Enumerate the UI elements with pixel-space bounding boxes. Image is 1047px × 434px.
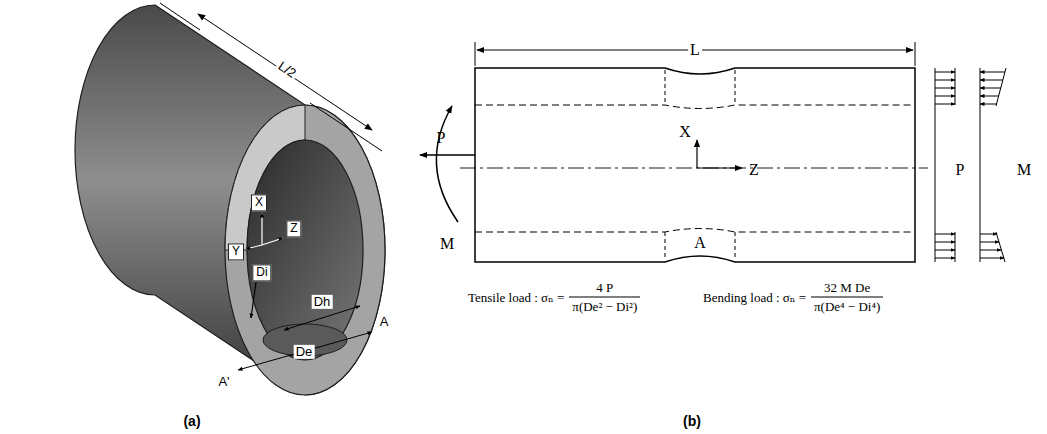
load-formula: Tensile load : σₙ = 4 Pπ(De² − Di²) <box>468 280 640 315</box>
dimension-dh <box>284 306 360 330</box>
tensile-stress-distribution <box>935 68 955 262</box>
distribution-envelope <box>996 232 1005 262</box>
axis-z <box>697 167 742 168</box>
axis-label: X <box>251 194 267 211</box>
formula-slot: Bending load : σₙ = <box>703 289 806 305</box>
tensile-force-arrow <box>420 154 475 156</box>
distribution-base <box>935 68 936 262</box>
load-label: M <box>1017 161 1031 179</box>
dimension-line <box>198 14 372 130</box>
axis-z <box>262 238 283 245</box>
axes-a <box>246 213 283 318</box>
extension-line <box>915 42 916 66</box>
panel-caption: (b) <box>683 414 701 429</box>
formula-numerator: 32 M De <box>821 280 873 297</box>
formula-text: Bending load : σₙ = <box>703 289 806 305</box>
bore-line <box>475 229 915 233</box>
distribution-envelope <box>955 232 956 262</box>
load-label: P <box>956 161 965 179</box>
extension-line <box>475 42 476 66</box>
extension-line <box>310 103 382 151</box>
hole-edge <box>735 232 736 260</box>
distribution-base <box>980 68 981 262</box>
dimension-de <box>238 332 372 370</box>
dimension-l-half <box>160 3 382 151</box>
dimension-label: L <box>688 41 702 59</box>
section-label: A <box>694 234 706 252</box>
section-label: A <box>380 315 389 329</box>
distribution-envelope <box>955 68 956 105</box>
section-label: A' <box>218 375 229 389</box>
axis-x <box>261 213 262 245</box>
axis-label: X <box>679 123 691 141</box>
bending-moment-arrow <box>436 106 458 222</box>
cylinder-end-face <box>225 105 385 395</box>
hole-edge <box>665 70 666 105</box>
axis-y <box>246 245 262 249</box>
dimensions-a <box>238 306 372 370</box>
dimension-label: Dh <box>312 295 333 309</box>
axis-label: Y <box>228 243 244 260</box>
distribution-envelope <box>996 68 1006 106</box>
load-label: P <box>437 129 446 147</box>
load-formula: Bending load : σₙ = 32 M Deπ(De⁴ − Di⁴) <box>703 280 883 315</box>
extension-line <box>160 3 200 30</box>
leader-di <box>251 282 256 318</box>
cylinder-body <box>75 5 385 395</box>
formula-denominator: π(De² − Di²) <box>569 297 640 315</box>
hole-edge <box>665 232 666 260</box>
load-label: M <box>440 235 454 253</box>
cylinder-3d <box>75 5 385 395</box>
tube-outline <box>475 68 915 262</box>
panel-caption: (a) <box>183 414 200 429</box>
formula-slot: Tensile load : σₙ = <box>468 289 564 305</box>
dimension-label: De <box>294 345 315 359</box>
bore-line <box>475 105 915 109</box>
formula-numerator: 4 P <box>593 280 616 297</box>
dimension-l <box>475 42 915 66</box>
dimension-label: L/2 <box>274 58 300 82</box>
fraction: 32 M Deπ(De⁴ − Di⁴) <box>811 280 883 315</box>
centre-line <box>460 168 928 169</box>
axis-x <box>696 140 697 168</box>
cylinder-bore <box>247 140 363 360</box>
axis-label: Z <box>286 220 301 237</box>
tube-section <box>460 68 928 262</box>
dimension-label: Di <box>252 264 271 281</box>
hole-edge <box>735 70 736 105</box>
formula-denominator: π(De⁴ − Di⁴) <box>811 297 883 315</box>
bending-stress-distribution <box>980 68 1006 262</box>
fraction: 4 Pπ(De² − Di²) <box>569 280 640 315</box>
applied-loads <box>420 106 475 222</box>
axis-label: Z <box>749 161 759 179</box>
formula-text: Tensile load : σₙ = <box>468 289 564 305</box>
